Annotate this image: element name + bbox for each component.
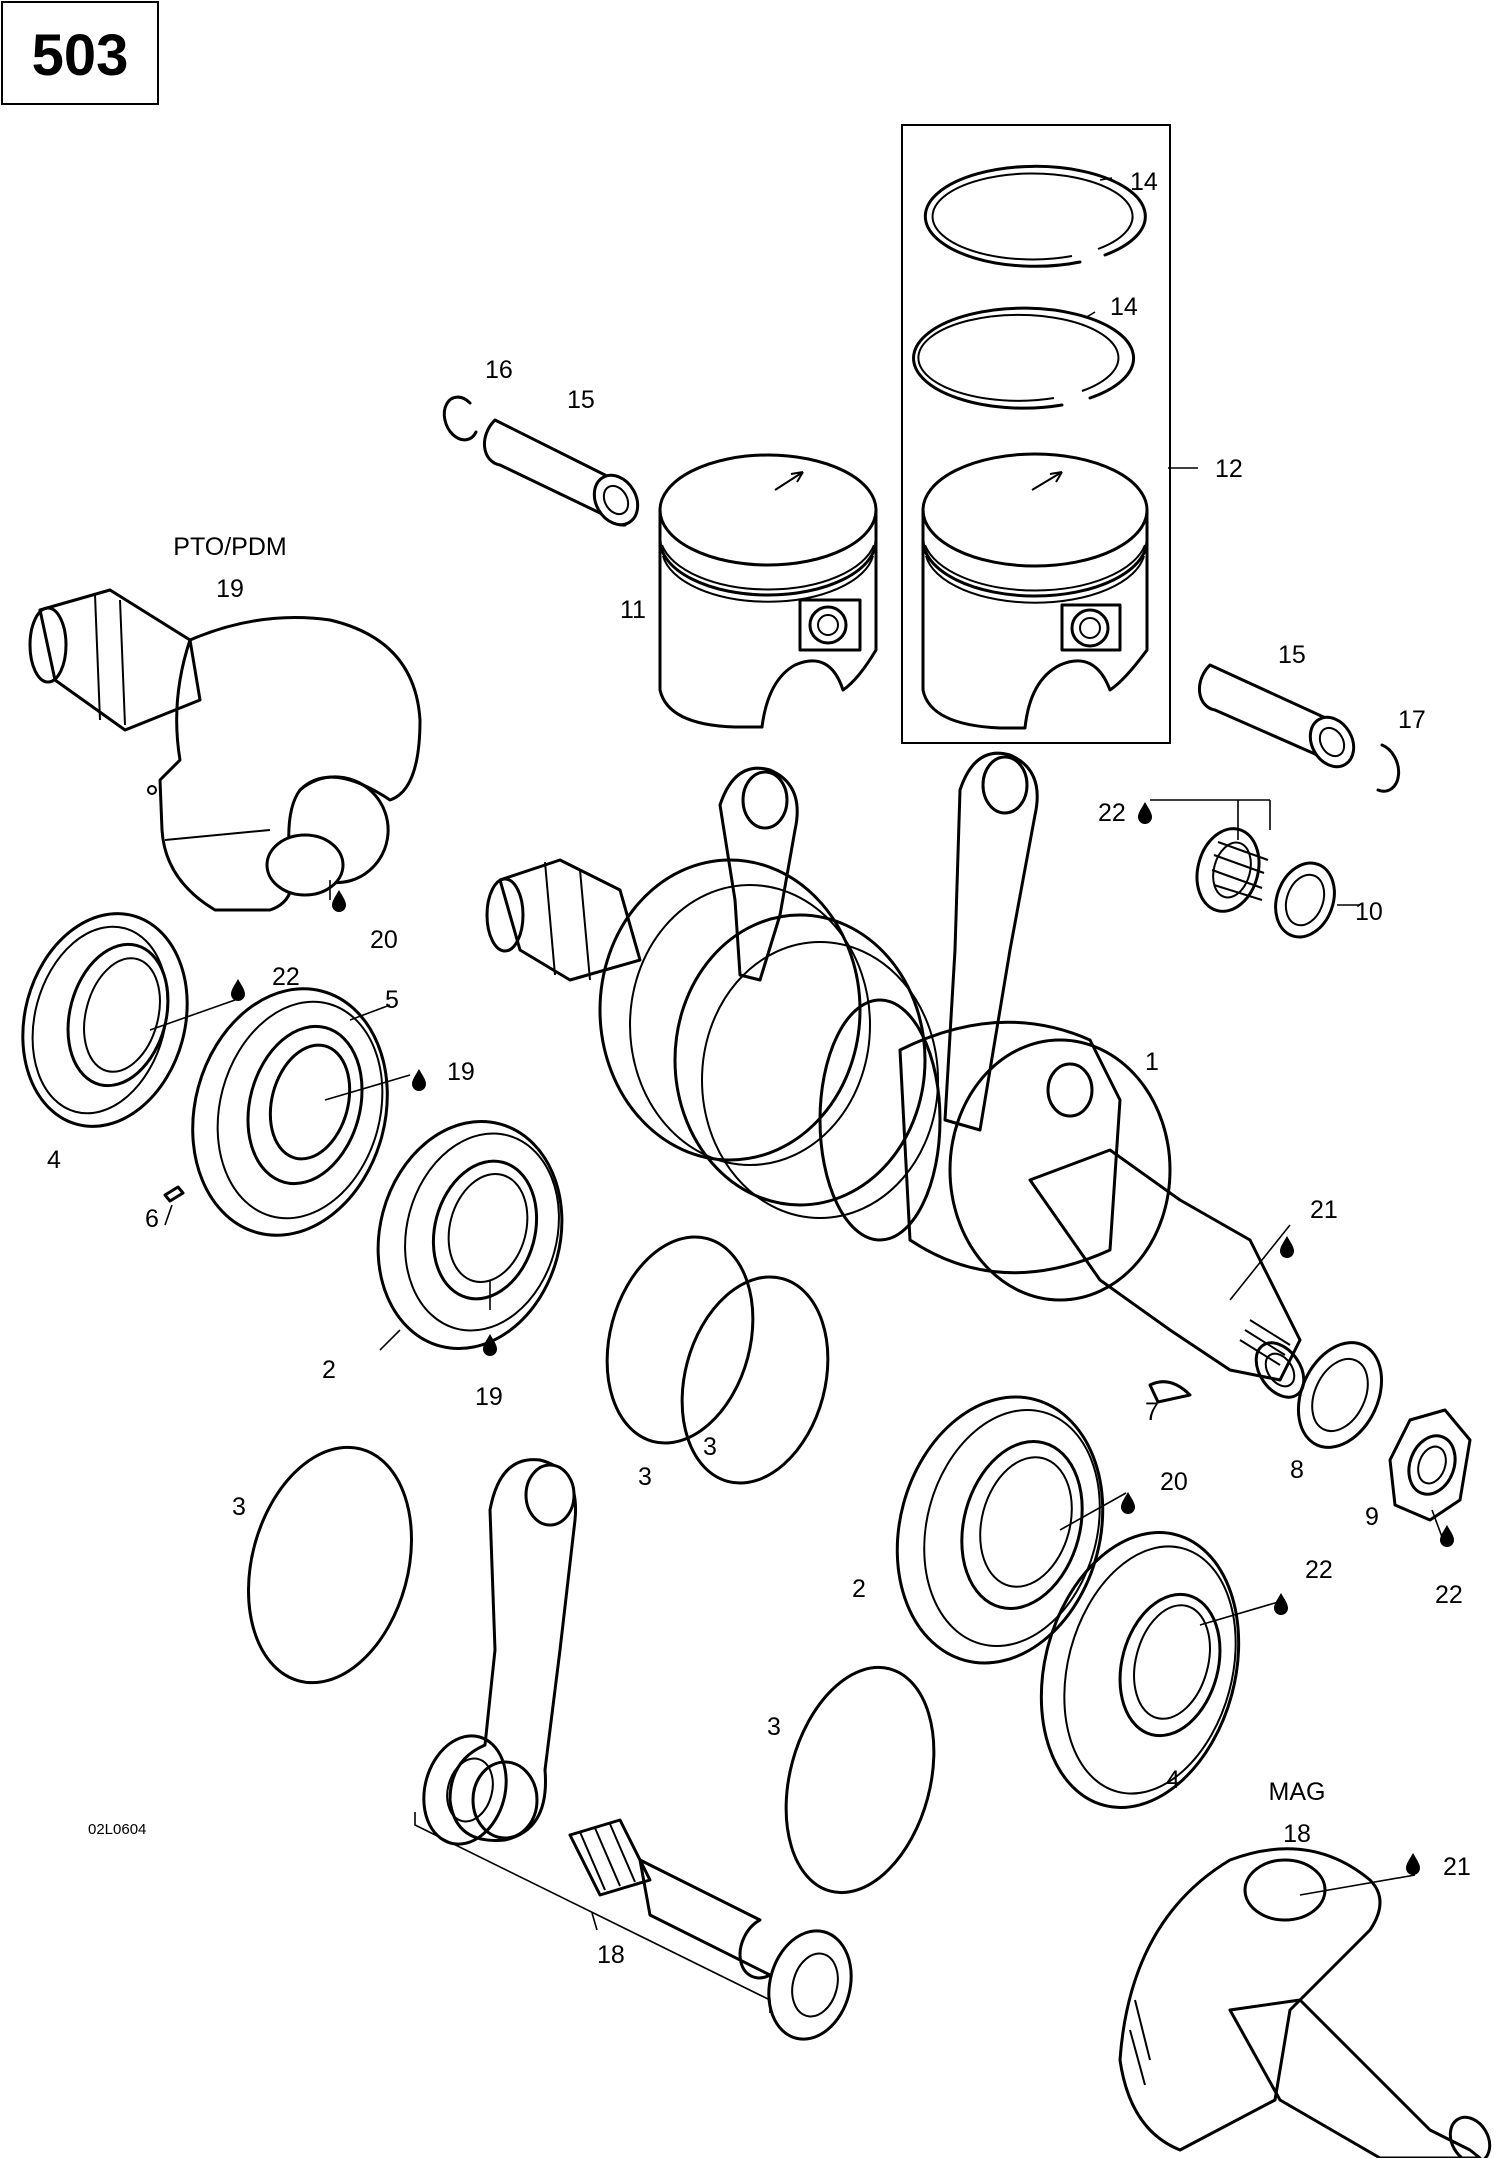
piston-ring-12 [912, 306, 1136, 410]
callout-6: 6 [145, 1205, 159, 1233]
bearing-2-right [895, 1395, 1105, 1665]
circlip-15-upper [442, 395, 478, 442]
crank-pin-16 [638, 1858, 772, 1980]
callout-14-right: 15 [1278, 641, 1306, 669]
piston-in-kit [921, 452, 1149, 730]
circlip-15-right [1376, 743, 1401, 793]
callout-18: 18 [1283, 1820, 1311, 1848]
pin-6 [163, 1185, 185, 1203]
callout-4-left: 4 [47, 1146, 61, 1174]
callout-22-right: 22 [1305, 1556, 1333, 1584]
callout-3-c: 3 [232, 1493, 246, 1521]
callout-20-mag: 21 [1443, 1853, 1471, 1881]
callout-19-upper: 19 [447, 1058, 475, 1086]
callout-22-upper: 22 [1098, 799, 1126, 827]
page-number: 503 [32, 23, 129, 88]
callout-13: 14 [1130, 168, 1158, 196]
callout-1: 1 [1145, 1048, 1159, 1076]
callout-20-pto: 20 [370, 926, 398, 954]
label-pto: PTO/PDM [173, 533, 286, 561]
callout-10: 10 [1355, 898, 1383, 926]
piston-ring-13 [923, 164, 1147, 268]
drawing-code: 02L0604 [88, 1821, 146, 1838]
callout-12: 14 [1110, 293, 1138, 321]
crank-half-pto-17 [28, 588, 422, 912]
callout-2-right: 2 [852, 1575, 866, 1603]
oil-seal-4-right [1039, 1531, 1241, 1809]
needle-bearing-upper [1195, 827, 1269, 913]
piston-pin-14-upper [482, 418, 640, 527]
callout-3-a: 3 [703, 1433, 717, 1461]
callout-9: 9 [1365, 1503, 1379, 1531]
callout-5: 5 [385, 986, 399, 1014]
crank-half-mag-18 [1118, 1847, 1492, 2158]
callout-14-upper: 15 [567, 386, 595, 414]
key-7 [1148, 1380, 1192, 1404]
needle-cage-16 [568, 1818, 652, 1897]
bearing-2-left [376, 1120, 564, 1350]
connecting-rod-16 [448, 1458, 578, 1842]
callout-19-left: 19 [475, 1383, 503, 1411]
callout-7: 7 [1145, 1398, 1159, 1426]
oil-drop-icon [231, 802, 1454, 1875]
piston-pin-14-right [1197, 663, 1356, 769]
piston-kit-box [901, 124, 1171, 744]
callout-11: 11 [620, 596, 646, 624]
callout-2-left: 2 [322, 1356, 336, 1384]
thrust-washer-16b [767, 1929, 853, 2041]
callout-4-right: 4 [1166, 1766, 1180, 1794]
ring-3-c [247, 1445, 413, 1685]
callout-8: 8 [1290, 1456, 1304, 1484]
oil-seal-4-left [21, 912, 189, 1128]
callout-21-lower: 22 [1435, 1581, 1463, 1609]
leader-lines [149, 177, 1446, 1896]
ring-3-d [784, 1665, 936, 1895]
callout-19-right: 20 [1160, 1468, 1188, 1496]
callout-3-b: 3 [638, 1463, 652, 1491]
callout-15-right: 17 [1398, 706, 1426, 734]
ring-3-a [605, 1235, 755, 1445]
page-number-box: 503 [1, 1, 159, 105]
callout-3-d: 3 [767, 1713, 781, 1741]
crankshaft-1 [485, 751, 1306, 1399]
callout-16: 18 [597, 1941, 625, 1969]
washer-8 [1296, 1341, 1384, 1449]
piston-11 [658, 453, 878, 729]
nut-9 [1388, 1408, 1472, 1522]
callout-22-left: 22 [272, 963, 300, 991]
callout-11-kit: 12 [1215, 455, 1243, 483]
callout-21-upper: 21 [1310, 1196, 1338, 1224]
callouts: 14 14 12 11 16 15 15 17 PTO/PDM 19 22 10… [47, 168, 1471, 1969]
ring-3-b [680, 1275, 830, 1485]
bearing-5 [191, 987, 389, 1237]
callout-15-upper: 16 [485, 356, 513, 384]
callout-17: 19 [216, 575, 244, 603]
washer-10 [1274, 861, 1336, 939]
label-mag: MAG [1269, 1778, 1326, 1806]
bracket-16 [414, 1812, 771, 2013]
